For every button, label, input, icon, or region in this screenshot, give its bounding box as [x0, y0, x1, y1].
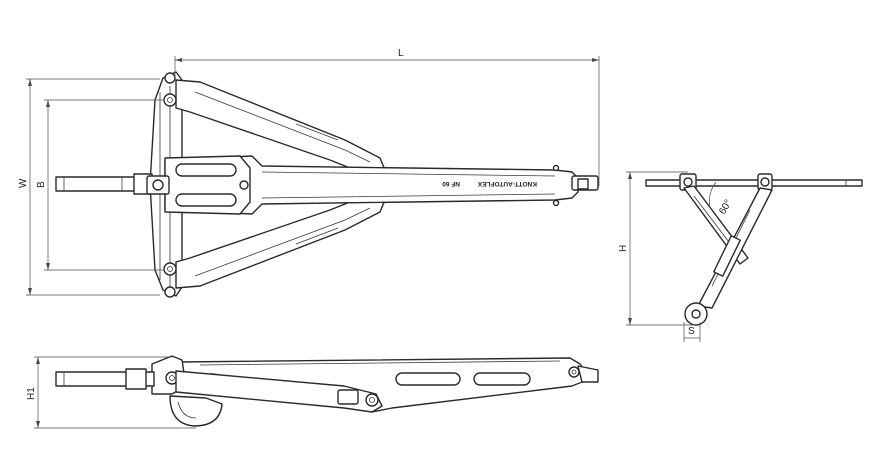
dimension-L-label: L	[398, 48, 404, 59]
side-view-support-arm	[175, 370, 383, 413]
end-view-shaft	[645, 179, 863, 187]
dimension-B: B	[36, 99, 163, 271]
side-view-foot	[169, 395, 223, 427]
dimension-H1: H1	[26, 356, 196, 429]
nameplate-brand: KNOTT-AUTOFLEX	[477, 180, 537, 187]
top-view-bolt-upper	[163, 93, 177, 107]
dimension-S: S	[683, 322, 701, 342]
dimension-L: L	[174, 48, 600, 186]
dimension-H: H	[618, 171, 696, 326]
dimension-H1-label: H1	[26, 387, 37, 400]
dimension-W: W	[18, 78, 160, 296]
top-view-bolt-lower	[163, 262, 177, 276]
dimension-S-label: S	[688, 326, 695, 337]
angle-label: 60°	[717, 198, 734, 217]
side-view: H1	[26, 355, 599, 429]
top-view: KNOTT-AUTOFLEX NF 60 L W B	[18, 48, 600, 298]
dimension-B-label: B	[36, 181, 47, 188]
nameplate-code: NF 60	[442, 180, 460, 187]
dimension-W-label: W	[18, 178, 29, 188]
top-view-main-beam	[164, 155, 579, 215]
dimension-H-label: H	[618, 245, 629, 252]
end-view: 60° H S	[618, 171, 863, 342]
